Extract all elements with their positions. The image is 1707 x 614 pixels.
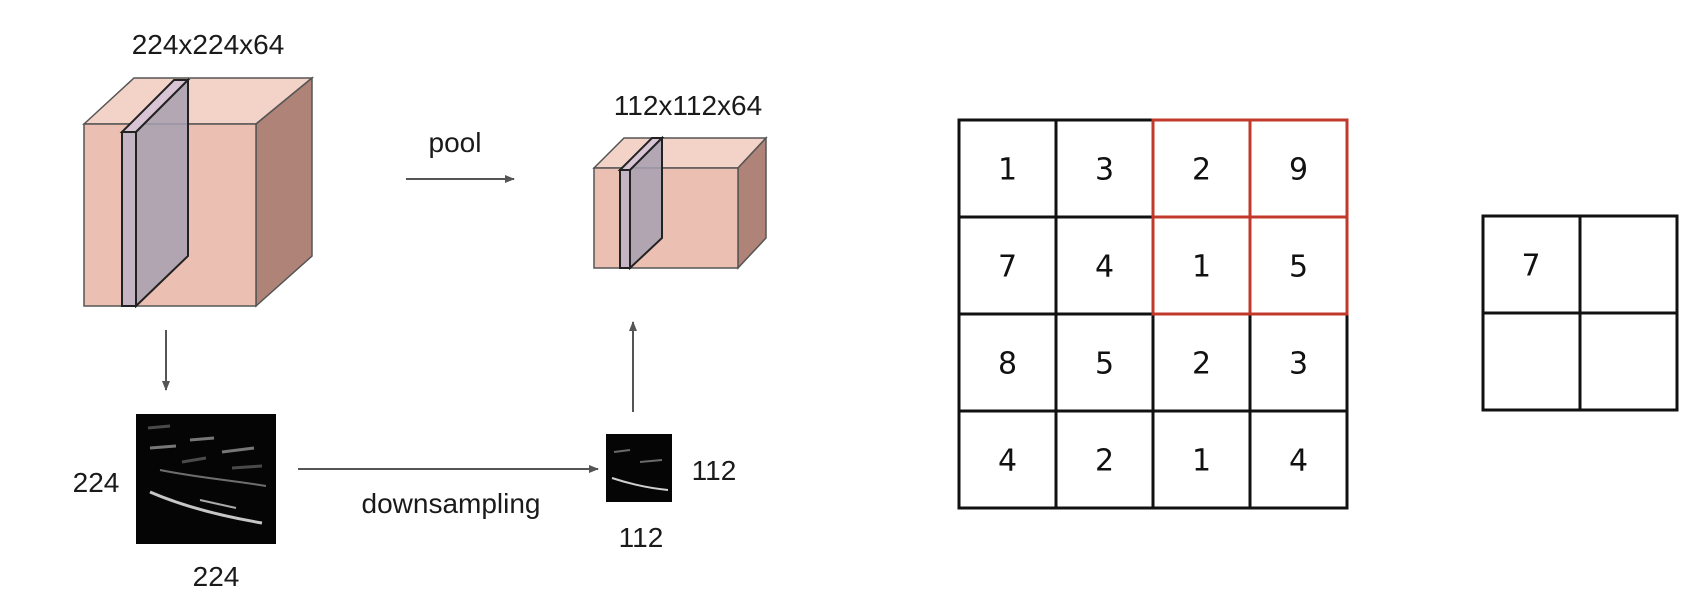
input-feature-map-streak [149,436,255,454]
input-grid-cell [957,312,1058,413]
input-grid-cell [1054,409,1155,510]
input-volume [82,76,315,309]
output-feature-map [606,434,672,502]
input-feature-map-streak [159,469,267,487]
input-grid-cell-value: 4 [1095,250,1114,285]
output-depth-slice-face [619,169,631,269]
output-feature-map-streak [611,477,669,491]
output-grid-cell [1481,214,1582,315]
output-volume-top-face [592,137,768,169]
output-grid-cell [1578,311,1679,412]
input-grid-cell [1151,312,1252,413]
input-grid-cell-value: 1 [1192,444,1211,479]
input-grid-cell [957,409,1058,510]
downsampling-label: downsampling [362,488,541,519]
input-feature-map [136,414,276,544]
input-grid-cell-value: 1 [998,153,1017,188]
input-grid-cell [1248,312,1349,413]
input-depth-slice-side [135,77,189,309]
output-feature-map-image [606,434,672,502]
input-grid-cell-value: 9 [1289,153,1308,188]
input-grid: 1 3 2 9 7 4 1 5 8 5 2 3 4 2 1 4 [957,118,1349,510]
input-grid-cell [1054,312,1155,413]
input-grid-cell-value: 4 [998,444,1017,479]
output-feature-map-streak [613,449,663,463]
input-grid-cell-value: 5 [1095,347,1114,382]
input-slice-width-label: 224 [193,561,240,592]
input-grid-cell-value: 2 [1192,153,1211,188]
input-grid-cell-value: 8 [998,347,1017,382]
input-depth-slice-face [121,131,137,307]
input-grid-cell [957,215,1058,316]
input-grid-cell-value: 2 [1095,444,1114,479]
input-grid-cell-value: 1 [1192,250,1211,285]
input-feature-map-streak [147,424,263,470]
input-grid-cell [1054,118,1155,219]
input-volume-label: 224x224x64 [132,29,285,60]
output-volume-front-face [593,167,739,269]
input-grid-cell-value: 5 [1289,250,1308,285]
input-feature-map-streak [199,499,237,509]
output-depth-slice-side [629,135,663,271]
input-grid-cell [1054,215,1155,316]
input-grid-cell [1248,118,1349,219]
input-grid-cell-value: 2 [1192,347,1211,382]
input-grid-cell-value: 7 [998,250,1017,285]
input-grid-highlight-cell [1248,215,1349,316]
input-grid-cell [1151,215,1252,316]
input-grid-cell [1248,409,1349,510]
input-feature-map-streak [149,490,263,525]
pool-label: pool [429,127,482,158]
input-grid-cell [1151,409,1252,510]
input-grid-cell-value: 4 [1289,444,1308,479]
output-grid: 7 [1481,214,1679,412]
output-slice-width-label: 112 [619,522,664,553]
output-grid-cell [1481,311,1582,412]
output-grid-cell [1578,214,1679,315]
input-slice-height-label: 224 [73,467,120,498]
input-feature-map-image [136,414,276,544]
output-grid-cell-value: 7 [1521,249,1540,284]
input-grid-cell-value: 3 [1095,153,1114,188]
input-grid-cell [957,118,1058,219]
input-grid-cell-value: 3 [1289,347,1308,382]
output-volume [592,135,768,271]
output-slice-height-label: 112 [692,455,737,486]
output-volume-label: 112x112x64 [614,90,762,121]
